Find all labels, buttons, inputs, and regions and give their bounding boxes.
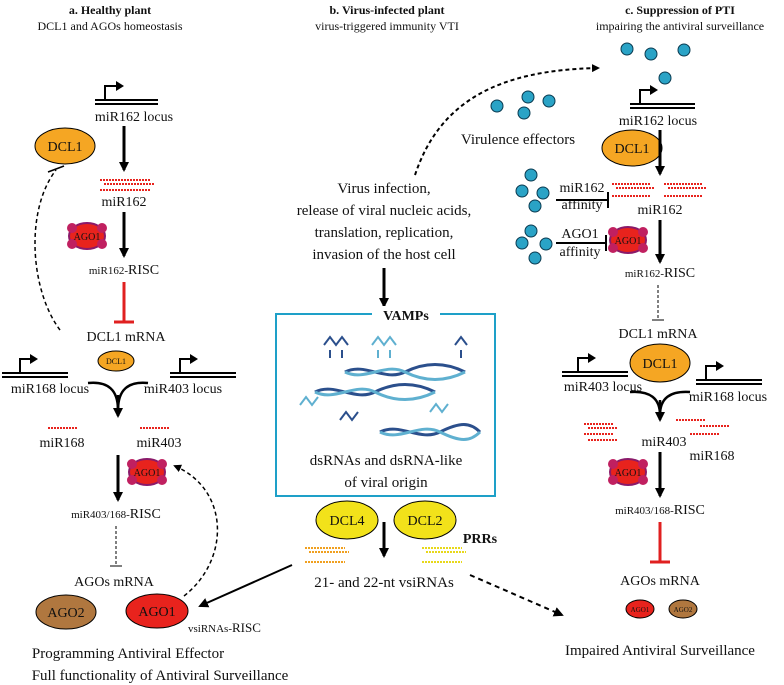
feedback-dcl1-dashed xyxy=(34,169,61,331)
mir168-label: miR168 xyxy=(39,436,84,451)
panel-c-subtitle: impairing the antiviral surveillance xyxy=(596,19,764,33)
ago1-affinity-line1: AGO1 xyxy=(561,227,598,242)
arrow-to-impaired xyxy=(469,574,564,617)
mir162-c-label: miR162 xyxy=(637,203,682,218)
panel-c: c. Suppression of PTI impairing the anti… xyxy=(461,3,767,659)
viral-rna-structure-icons xyxy=(299,335,468,422)
mir168-locus-label: miR168 locus xyxy=(11,382,89,397)
mir162-locus-gene-icon xyxy=(95,81,158,105)
dcl1-small-label: DCL1 xyxy=(106,357,126,366)
infection-line-1: Virus infection, xyxy=(337,181,430,197)
dcl1-mrna-c-label: DCL1 mRNA xyxy=(619,327,699,342)
dcl1-mrna-label: DCL1 mRNA xyxy=(87,330,167,345)
ago1-effector-protein xyxy=(125,593,189,629)
ago1-second-protein-icon xyxy=(127,458,167,486)
mir403-label: miR403 xyxy=(136,436,181,451)
mir162-risc-label: miR162-RISC xyxy=(89,263,159,278)
outcome-a-line1: Programming Antiviral Effector xyxy=(32,646,224,662)
ago1-second-label: AGO1 xyxy=(134,468,161,479)
mir403-locus-label: miR403 locus xyxy=(144,382,222,397)
panel-b-subtitle: virus-triggered immunity VTI xyxy=(315,19,459,33)
mir403-locus-gene-icon xyxy=(170,354,236,378)
mir162-risc-c-label: miR162-RISC xyxy=(625,266,695,281)
mir168-c-label: miR168 xyxy=(689,449,734,464)
mir162-c-duplex-icon xyxy=(612,183,706,197)
ago1-protein-icon xyxy=(67,222,107,250)
ago2-protein xyxy=(35,594,97,630)
dcl4-label: DCL4 xyxy=(330,514,365,529)
dcl2-enzyme xyxy=(393,500,457,540)
mir403-168-risc-c-label: miR403/168-RISC xyxy=(615,503,705,518)
dsrna-line-1: dsRNAs and dsRNA-like xyxy=(310,453,463,469)
panel-a: a. Healthy plant DCL1 and AGOs homeostas… xyxy=(2,3,289,684)
virulence-effectors-label: Virulence effectors xyxy=(461,132,575,148)
mir162-locus-c-label: miR162 locus xyxy=(619,114,697,129)
vamps-label: VAMPs xyxy=(383,309,429,324)
dcl1-enzyme xyxy=(34,127,96,165)
arrow-c-mir168-converge xyxy=(658,390,691,416)
mir168-locus-c-gene-icon xyxy=(696,361,762,385)
vsirnas-label: 21- and 22-nt vsiRNAs xyxy=(314,575,454,591)
mir162-duplex-icon xyxy=(100,179,154,191)
panel-a-title: a. Healthy plant xyxy=(69,3,151,17)
mir403-locus-c-label: miR403 locus xyxy=(564,380,642,395)
ago1-c-protein-icon xyxy=(608,226,648,254)
dcl1-c-big-enzyme xyxy=(629,343,691,383)
vsirnas-risc-label: vsiRNAs-RISC xyxy=(188,620,261,635)
dsrna-line-2: of viral origin xyxy=(344,475,428,491)
panel-b: b. Virus-infected plant virus-triggered … xyxy=(198,3,600,617)
ago1-c-second-label: AGO1 xyxy=(615,468,642,479)
ago2-small-label: AGO2 xyxy=(674,606,693,614)
dcl1-label: DCL1 xyxy=(48,140,83,155)
arrow-c-mir403-converge xyxy=(629,390,662,416)
panel-b-title: b. Virus-infected plant xyxy=(329,3,444,17)
mir162-locus-label: miR162 locus xyxy=(95,110,173,125)
agos-mrna-label: AGOs mRNA xyxy=(74,575,155,590)
dcl4-enzyme xyxy=(315,500,379,540)
prrs-label: PRRs xyxy=(463,532,498,547)
virulence-effector-dots xyxy=(490,42,691,265)
ago1-c-label: AGO1 xyxy=(615,236,642,247)
panel-c-title: c. Suppression of PTI xyxy=(625,3,735,17)
dcl1-c-enzyme xyxy=(601,129,663,167)
ago1-c-second-protein-icon xyxy=(608,458,648,486)
mir162-label: miR162 xyxy=(101,195,146,210)
infection-line-3: translation, replication, xyxy=(315,225,454,241)
dcl1-c-big-label: DCL1 xyxy=(643,357,678,372)
mir403-168-risc-label: miR403/168-RISC xyxy=(71,507,161,522)
ago1-small-label: AGO1 xyxy=(631,606,650,614)
mir162-affinity-line2: affinity xyxy=(562,198,603,213)
outcome-a-line2: Full functionality of Antiviral Surveill… xyxy=(32,668,289,684)
infection-line-2: release of viral nucleic acids, xyxy=(297,203,472,219)
ago2-small-protein xyxy=(668,599,698,619)
arrow-to-virulence-effectors xyxy=(414,64,600,176)
agos-mrna-c-label: AGOs mRNA xyxy=(620,574,701,589)
ago1-affinity-line2: affinity xyxy=(560,245,601,260)
mir162-affinity-line1: miR162 xyxy=(559,181,604,196)
dcl1-c-label: DCL1 xyxy=(615,142,650,157)
dcl1-small-enzyme xyxy=(97,350,135,372)
mir403-locus-c-gene-icon xyxy=(562,353,628,377)
ago1-small-protein xyxy=(625,599,655,619)
mir403-168-c-duplex-icons xyxy=(584,419,730,441)
vamps-label-bg xyxy=(372,306,440,322)
dsrna-helix-icon xyxy=(314,363,482,441)
ago1-effector-label: AGO1 xyxy=(138,605,175,620)
outcome-c-label: Impaired Antiviral Surveillance xyxy=(565,643,755,659)
ago1-label: AGO1 xyxy=(74,232,101,243)
mir162-locus-c-gene-icon xyxy=(630,85,695,109)
arrow-to-ago1-effector xyxy=(198,564,293,608)
panel-a-subtitle: DCL1 and AGOs homeostasis xyxy=(38,19,183,33)
dcl2-label: DCL2 xyxy=(408,514,443,529)
feedback-dcl1-bar xyxy=(47,165,65,173)
ago2-label: AGO2 xyxy=(47,606,84,621)
arrow-mir168-converge xyxy=(87,381,120,411)
mir168-locus-gene-icon xyxy=(2,354,68,378)
infection-line-4: invasion of the host cell xyxy=(312,247,455,263)
vsirna-duplex-icons xyxy=(305,547,466,563)
feedback-ago1-dashed xyxy=(173,464,219,597)
mir168-locus-c-label: miR168 locus xyxy=(689,390,767,405)
mir403-c-label: miR403 xyxy=(641,435,686,450)
